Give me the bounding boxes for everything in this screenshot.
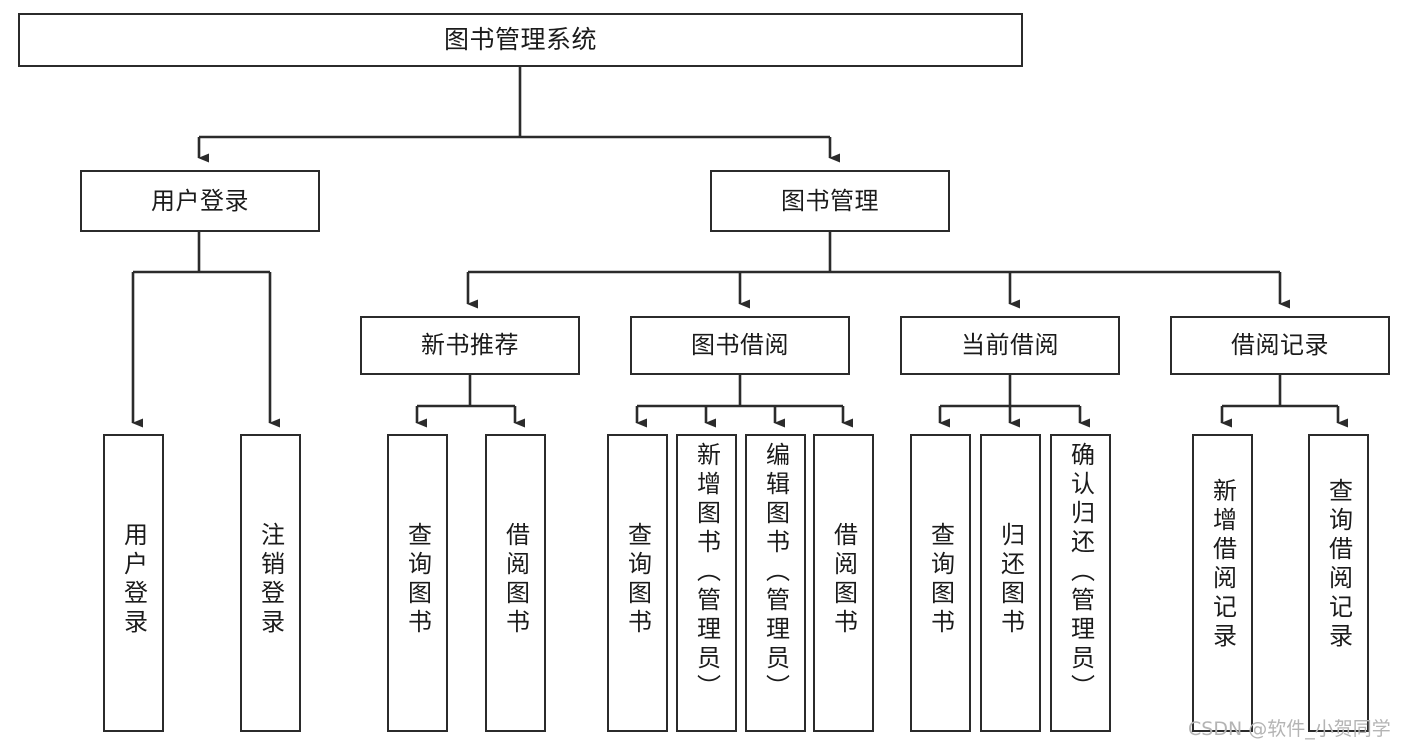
node-book-borrow[interactable]: 图书借阅 (630, 316, 850, 375)
node-label: 归还图书 (996, 522, 1025, 638)
node-book-management[interactable]: 图书管理 (710, 170, 950, 232)
node-label: 借阅图书 (501, 522, 530, 638)
node-label: 当前借阅 (961, 331, 1059, 360)
leaf-edit-book-admin[interactable]: 编辑图书（管理员） (745, 434, 806, 732)
leaf-query-book-recommendation[interactable]: 查询图书 (387, 434, 448, 732)
leaf-borrow-book-recommendation[interactable]: 借阅图书 (485, 434, 546, 732)
node-label: 借阅图书 (829, 522, 858, 638)
node-label: 查询借阅记录 (1324, 478, 1353, 652)
node-user-login[interactable]: 用户登录 (80, 170, 320, 232)
leaf-add-borrow-record[interactable]: 新增借阅记录 (1192, 434, 1253, 732)
node-label: 查询图书 (623, 522, 652, 638)
leaf-query-book-borrow[interactable]: 查询图书 (607, 434, 668, 732)
leaf-user-logout[interactable]: 注销登录 (240, 434, 301, 732)
node-label: 新书推荐 (421, 331, 519, 360)
leaf-query-borrow-record[interactable]: 查询借阅记录 (1308, 434, 1369, 732)
node-label: 图书管理系统 (443, 25, 597, 55)
leaf-borrow-book-borrow[interactable]: 借阅图书 (813, 434, 874, 732)
node-label: 编辑图书（管理员） (761, 442, 790, 703)
leaf-return-book[interactable]: 归还图书 (980, 434, 1041, 732)
node-label: 图书借阅 (691, 331, 789, 360)
leaf-query-book-current[interactable]: 查询图书 (910, 434, 971, 732)
csdn-watermark: CSDN @软件_小贺同学 (1188, 718, 1391, 740)
node-label: 用户登录 (119, 522, 148, 638)
node-book-management-system[interactable]: 图书管理系统 (18, 13, 1023, 67)
node-label: 图书管理 (781, 186, 879, 215)
leaf-add-book-admin[interactable]: 新增图书（管理员） (676, 434, 737, 732)
leaf-confirm-return-admin[interactable]: 确认归还（管理员） (1050, 434, 1111, 732)
node-label: 确认归还（管理员） (1066, 442, 1095, 703)
node-label: 借阅记录 (1231, 331, 1329, 360)
node-label: 新增借阅记录 (1208, 478, 1237, 652)
leaf-user-login[interactable]: 用户登录 (103, 434, 164, 732)
node-borrow-record[interactable]: 借阅记录 (1170, 316, 1390, 375)
node-label: 查询图书 (403, 522, 432, 638)
node-current-borrow[interactable]: 当前借阅 (900, 316, 1120, 375)
node-label: 注销登录 (256, 522, 285, 638)
node-label: 查询图书 (926, 522, 955, 638)
node-label: 用户登录 (151, 186, 249, 215)
node-new-book-recommendation[interactable]: 新书推荐 (360, 316, 580, 375)
node-label: 新增图书（管理员） (692, 442, 721, 703)
